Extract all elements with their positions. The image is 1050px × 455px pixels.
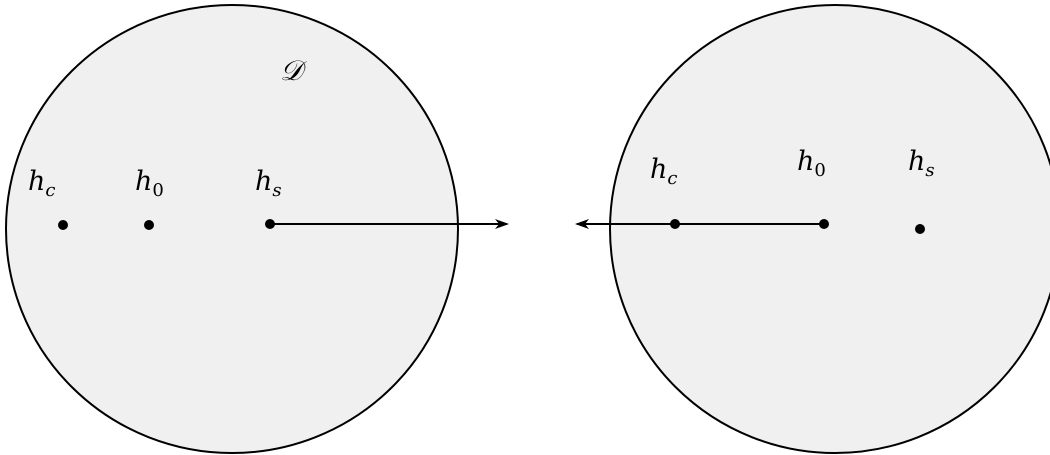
left-disk-group: 𝒟 hc h0 hs bbox=[5, 4, 509, 454]
left-label-hs: hs bbox=[255, 166, 282, 201]
right-disk bbox=[609, 4, 1050, 454]
left-point-hc bbox=[58, 220, 68, 230]
right-label-h0: h0 bbox=[797, 146, 826, 181]
left-point-hs bbox=[265, 219, 275, 229]
right-point-hs bbox=[915, 224, 925, 234]
right-point-h0 bbox=[819, 219, 829, 229]
left-point-h0 bbox=[144, 220, 154, 230]
right-label-hc: hc bbox=[650, 154, 677, 189]
right-label-hs: hs bbox=[908, 146, 935, 181]
left-label-hc: hc bbox=[28, 166, 55, 201]
right-point-hc bbox=[670, 219, 680, 229]
right-disk-group: hc h0 hs bbox=[575, 4, 1050, 454]
left-disk bbox=[5, 4, 459, 454]
left-label-h0: h0 bbox=[135, 166, 164, 201]
